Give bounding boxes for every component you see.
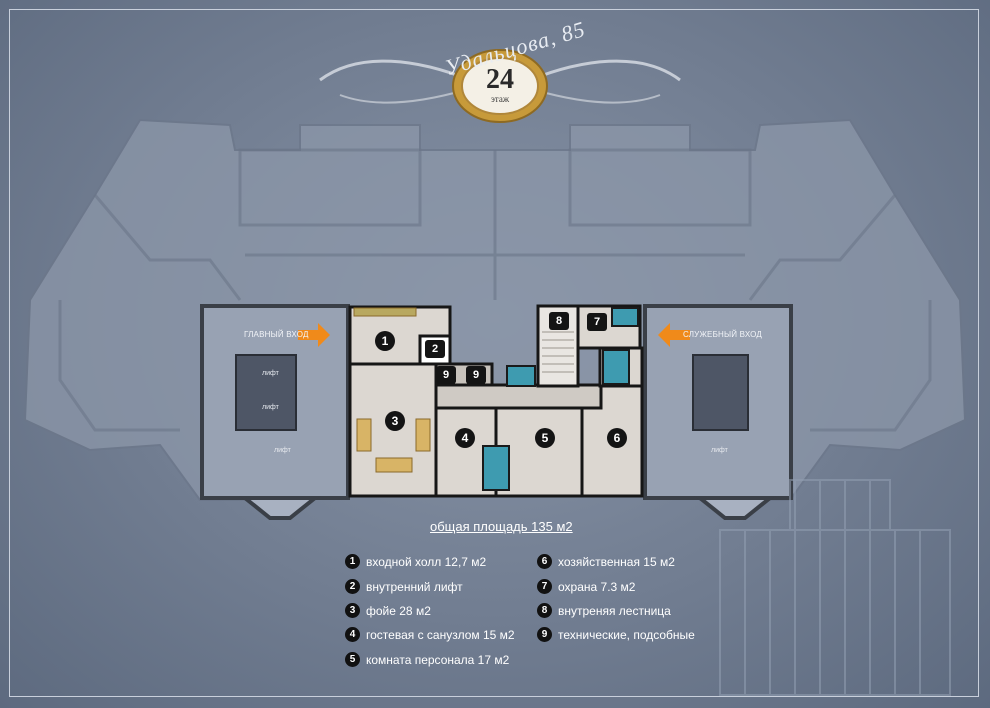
- legend-text: внутреняя лестница: [558, 603, 671, 618]
- legend-text: фойе 28 м2: [366, 603, 431, 618]
- furniture: [353, 307, 431, 473]
- room-marker: 7: [587, 313, 607, 331]
- legend-number: 8: [537, 603, 552, 618]
- legend-item: 9 технические, подсобные: [537, 627, 695, 642]
- legend-number: 5: [345, 652, 360, 667]
- total-area: общая площадь 135 м2: [430, 519, 573, 534]
- lift-label: лифт: [262, 370, 279, 377]
- room-marker: 6: [607, 428, 627, 448]
- room-marker: 4: [455, 428, 475, 448]
- legend-text: комната персонала 17 м2: [366, 652, 510, 667]
- background-tower: [719, 479, 951, 696]
- legend-number: 7: [537, 579, 552, 594]
- legend-item: 4 гостевая с санузлом 15 м2: [345, 627, 515, 642]
- legend-item: 8 внутреняя лестница: [537, 603, 671, 618]
- legend-number: 9: [537, 627, 552, 642]
- room-marker: 3: [385, 411, 405, 431]
- entrance-arrows: [298, 323, 690, 347]
- legend-number: 3: [345, 603, 360, 618]
- bathrooms: [482, 307, 639, 491]
- room-marker: 9: [436, 366, 456, 384]
- room-marker: 2: [425, 340, 445, 358]
- legend-item: 3 фойе 28 м2: [345, 603, 431, 618]
- legend-text: технические, подсобные: [558, 627, 695, 642]
- main-entrance-label: ГЛАВНЫЙ ВХОД: [244, 330, 309, 339]
- lift-label: лифт: [262, 404, 279, 411]
- room-marker: 5: [535, 428, 555, 448]
- legend-text: охрана 7.3 м2: [558, 579, 636, 594]
- legend-text: внутренний лифт: [366, 579, 463, 594]
- legend-number: 6: [537, 554, 552, 569]
- legend-number: 2: [345, 579, 360, 594]
- room-marker: 9: [466, 366, 486, 384]
- floor-medallion: [319, 49, 681, 123]
- legend-number: 4: [345, 627, 360, 642]
- legend-item: 2 внутренний лифт: [345, 579, 463, 594]
- lift-shafts: [235, 354, 749, 431]
- decorative-frame: [9, 9, 979, 697]
- room-marker: 1: [375, 331, 395, 351]
- stairs: [542, 331, 574, 373]
- floor-label: этаж: [490, 94, 510, 104]
- legend-item: 5 комната персонала 17 м2: [345, 652, 509, 667]
- building-inner-walls: [58, 148, 932, 432]
- legend-text: входной холл 12,7 м2: [366, 554, 487, 569]
- service-entrance-label: СЛУЖЕБНЫЙ ВХОД: [683, 330, 762, 339]
- legend-text: гостевая с санузлом 15 м2: [366, 627, 515, 642]
- legend-item: 6 хозяйственная 15 м2: [537, 554, 675, 569]
- room-marker: 8: [549, 312, 569, 330]
- lift-label: лифт: [274, 447, 291, 454]
- lift-label: лифт: [711, 447, 728, 454]
- legend-item: 1 входной холл 12,7 м2: [345, 554, 486, 569]
- legend-number: 1: [345, 554, 360, 569]
- legend-text: хозяйственная 15 м2: [558, 554, 675, 569]
- legend-item: 7 охрана 7.3 м2: [537, 579, 635, 594]
- floor-number: 24: [486, 64, 514, 95]
